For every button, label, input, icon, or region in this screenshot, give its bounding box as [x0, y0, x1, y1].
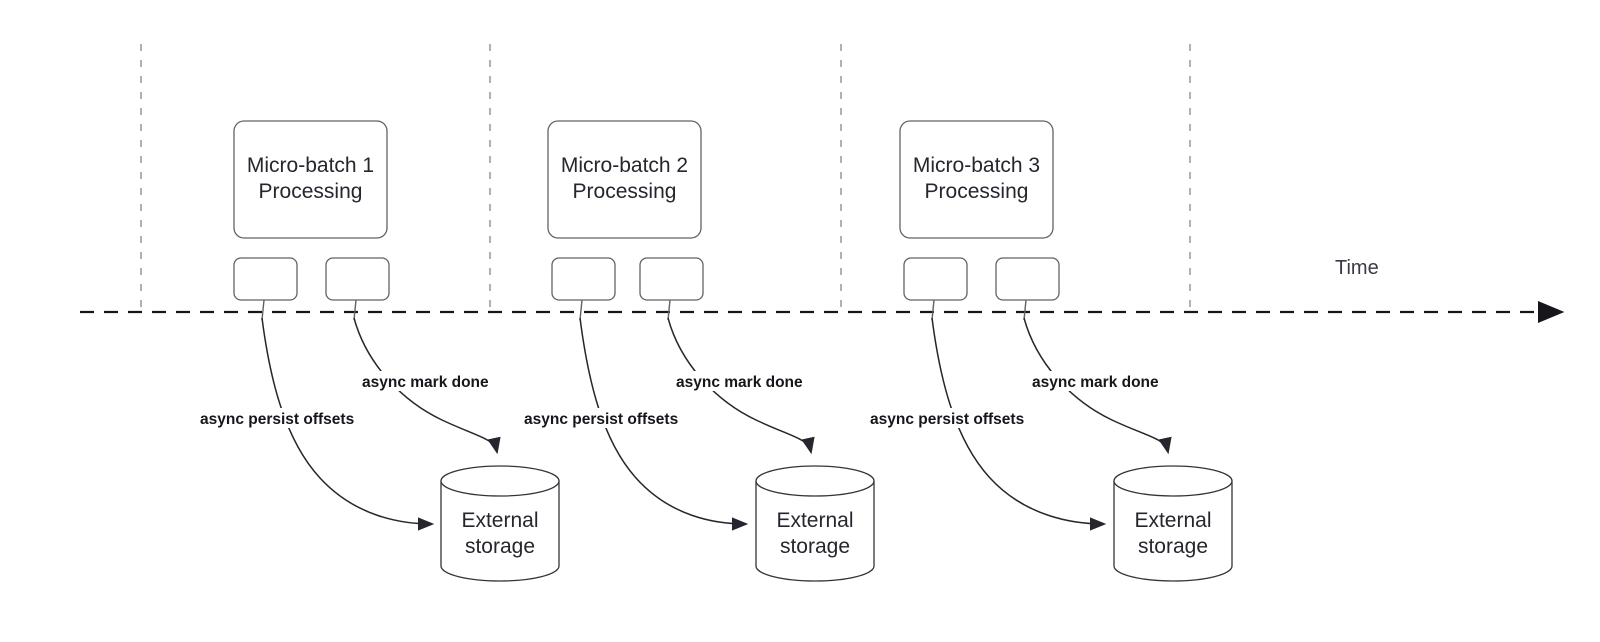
flow-mark-done-2: [667, 317, 815, 455]
flow-persist-offsets-2: [579, 317, 749, 531]
storage-cylinder-3-line1: External: [1134, 509, 1211, 532]
storage-cylinder-1-top: [440, 465, 560, 497]
storage-cylinder-1-body: [440, 481, 560, 582]
task-box-mark-2[interactable]: [639, 257, 704, 301]
label-async-mark-done-3: async mark done: [1032, 374, 1159, 391]
storage-cylinder-2-body: [755, 481, 875, 582]
task-stem-persist-2: [579, 299, 583, 321]
process-box-3-line2: Processing: [925, 180, 1029, 203]
label-bg-persist-1: [196, 408, 376, 428]
storage-cylinder-3-line2: storage: [1138, 535, 1208, 558]
task-box-persist-1[interactable]: [233, 257, 298, 301]
batch-boundary-lines: [140, 44, 1191, 312]
flow-persist-offsets-1: [261, 317, 435, 531]
storage-cylinder-2-line1: External: [776, 509, 853, 532]
flow-persist-offsets-3: [931, 317, 1107, 531]
flow-mark-done-3: [1023, 317, 1172, 455]
process-box-2-line2: Processing: [573, 180, 677, 203]
storage-cylinder-1-line2: storage: [465, 535, 535, 558]
storage-cylinder-3-body: [1113, 481, 1233, 582]
process-box-1-line1: Micro-batch 1: [247, 154, 374, 177]
label-async-persist-offsets-2: async persist offsets: [524, 411, 678, 428]
task-stem-persist-1: [261, 299, 265, 321]
label-bg-mark-done-3: [1028, 371, 1172, 391]
label-async-persist-offsets-1: async persist offsets: [200, 411, 354, 428]
label-bg-mark-done-2: [672, 371, 816, 391]
process-box-1-line2: Processing: [259, 180, 363, 203]
storage-cylinder-1[interactable]: External storage: [440, 465, 560, 582]
process-box-2[interactable]: [547, 120, 702, 239]
storage-cylinder-3-top: [1113, 465, 1233, 497]
group-1: Micro-batch 1 Processing async mark done…: [196, 120, 560, 582]
process-box-3-line1: Micro-batch 3: [913, 154, 1040, 177]
label-bg-persist-2: [520, 408, 700, 428]
label-async-persist-offsets-3: async persist offsets: [870, 411, 1024, 428]
label-bg-mark-done-1: [358, 371, 502, 391]
task-box-mark-3[interactable]: [995, 257, 1060, 301]
group-2: Micro-batch 2 Processing async mark done…: [520, 120, 875, 582]
flow-mark-done-1: [353, 317, 501, 455]
label-bg-persist-3: [866, 408, 1046, 428]
label-async-mark-done-1: async mark done: [362, 374, 489, 391]
task-box-persist-3[interactable]: [903, 257, 968, 301]
task-stem-persist-3: [931, 299, 935, 321]
storage-cylinder-2-top: [755, 465, 875, 497]
task-box-mark-1[interactable]: [325, 257, 390, 301]
time-axis-label: Time: [1335, 257, 1379, 279]
process-box-1[interactable]: [233, 120, 388, 239]
storage-cylinder-2[interactable]: External storage: [755, 465, 875, 582]
storage-cylinder-3[interactable]: External storage: [1113, 465, 1233, 582]
process-box-3[interactable]: [899, 120, 1054, 239]
task-stem-mark-1: [353, 299, 357, 321]
task-stem-mark-2: [667, 299, 671, 321]
process-box-2-line1: Micro-batch 2: [561, 154, 688, 177]
label-async-mark-done-2: async mark done: [676, 374, 803, 391]
group-3: Micro-batch 3 Processing async mark done…: [866, 120, 1233, 582]
storage-cylinder-2-line2: storage: [780, 535, 850, 558]
storage-cylinder-1-line1: External: [461, 509, 538, 532]
task-box-persist-2[interactable]: [551, 257, 616, 301]
task-stem-mark-3: [1023, 299, 1027, 321]
